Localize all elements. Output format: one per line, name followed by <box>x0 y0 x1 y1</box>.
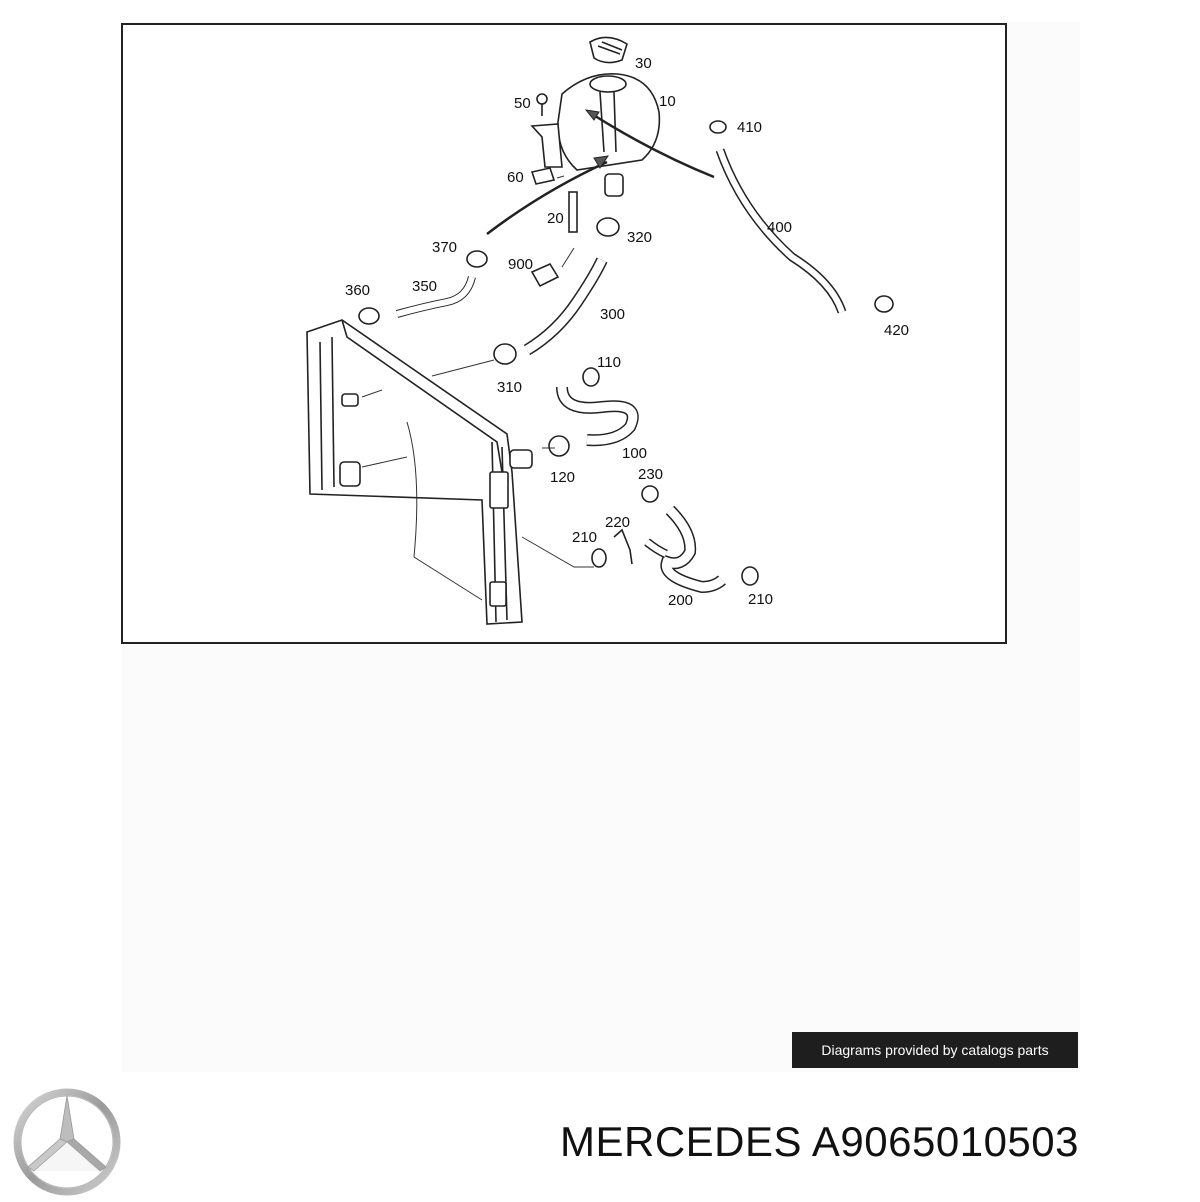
callout-50: 50 <box>514 95 531 112</box>
callout-100: 100 <box>622 445 647 462</box>
parts-diagram: 30 50 10 410 60 20 320 400 370 900 360 3… <box>121 23 1007 644</box>
callout-320: 320 <box>627 229 652 246</box>
callout-360: 360 <box>345 282 370 299</box>
callout-300: 300 <box>600 306 625 323</box>
callout-900: 900 <box>508 256 533 273</box>
mercedes-star-icon <box>12 1087 122 1197</box>
callout-labels: 30 50 10 410 60 20 320 400 370 900 360 3… <box>345 55 909 609</box>
callout-420: 420 <box>884 322 909 339</box>
callout-200: 200 <box>668 592 693 609</box>
radiator-drawing <box>306 319 533 625</box>
callout-370: 370 <box>432 239 457 256</box>
callout-400: 400 <box>767 219 792 236</box>
leader-lines <box>361 175 594 568</box>
credit-badge: Diagrams provided by catalogs parts <box>792 1032 1078 1068</box>
callout-110: 110 <box>597 354 621 371</box>
callout-310: 310 <box>497 379 522 396</box>
callout-60: 60 <box>507 169 524 186</box>
clamps-drawing <box>358 120 894 586</box>
diagram-drawing: 30 50 10 410 60 20 320 400 370 900 360 3… <box>306 36 909 625</box>
callout-210-left: 210 <box>572 529 597 546</box>
flow-arrows <box>486 109 715 235</box>
callout-30: 30 <box>635 55 652 72</box>
callout-210-right: 210 <box>748 591 773 608</box>
callout-350: 350 <box>412 278 437 295</box>
callout-230: 230 <box>638 466 663 483</box>
part-number: A9065010503 <box>811 1118 1080 1165</box>
callout-220: 220 <box>605 514 630 531</box>
callout-120: 120 <box>550 469 575 486</box>
expansion-tank-drawing <box>530 36 661 197</box>
callout-10: 10 <box>659 93 676 110</box>
callout-410: 410 <box>737 119 762 136</box>
callout-20: 20 <box>547 210 564 227</box>
hoses-drawing <box>395 148 847 594</box>
part-title: MERCEDES A9065010503 <box>560 1118 1079 1166</box>
brand-name: MERCEDES <box>560 1118 803 1165</box>
